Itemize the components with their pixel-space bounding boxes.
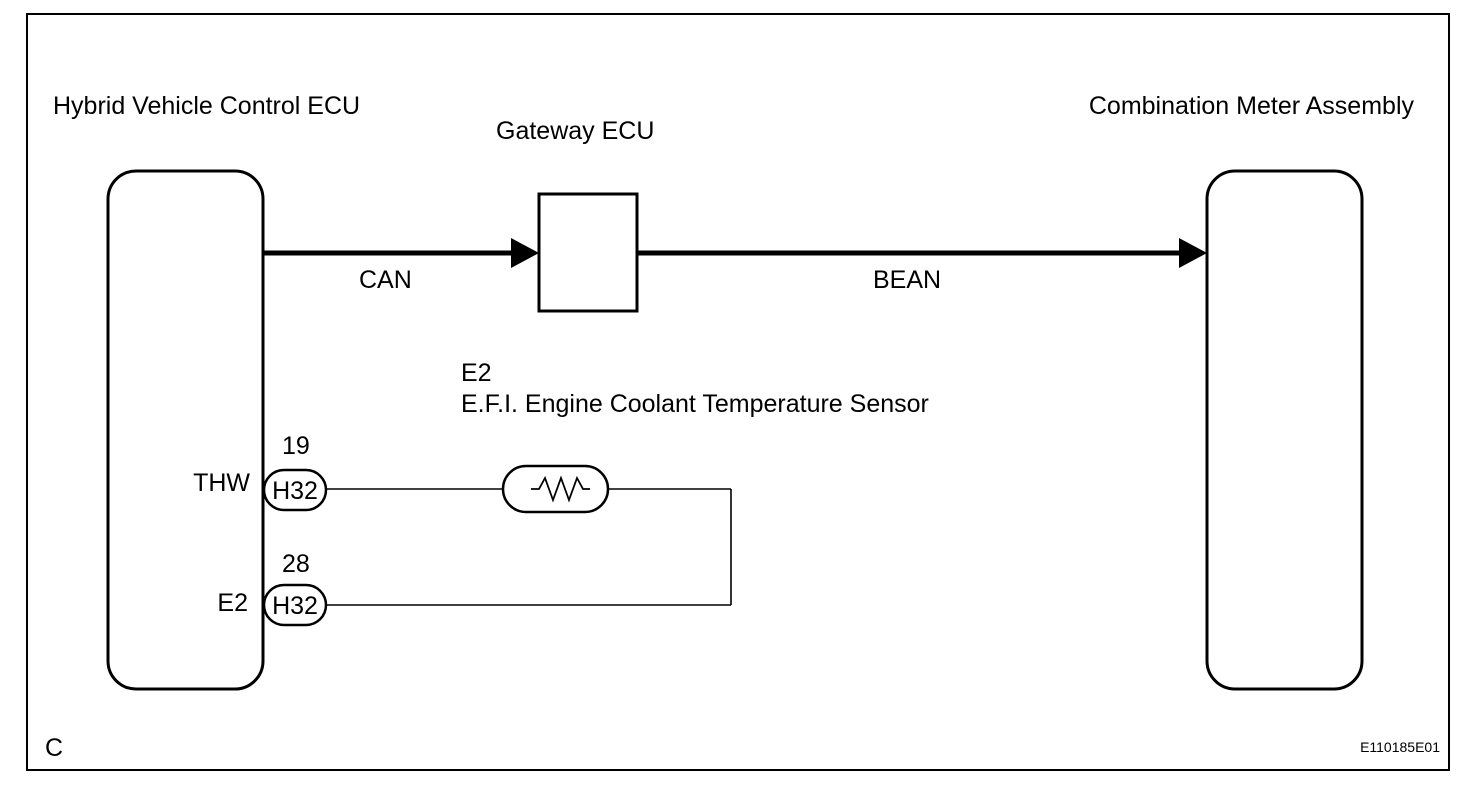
resistor-icon: [531, 475, 590, 503]
corner-label: C: [45, 734, 63, 762]
coolant-sensor-body: [501, 464, 610, 514]
sensor-code-label: E2: [461, 359, 492, 387]
pin-e2-number: 28: [282, 550, 310, 578]
sensor-name-label: E.F.I. Engine Coolant Temperature Sensor: [461, 390, 929, 418]
hv-ecu-label: Hybrid Vehicle Control ECU: [53, 92, 360, 120]
bean-label: BEAN: [873, 266, 941, 294]
pin-thw-number: 19: [282, 432, 310, 460]
gateway-ecu-box: [537, 192, 639, 313]
gateway-ecu-label: Gateway ECU: [496, 117, 654, 145]
combination-meter-label: Combination Meter Assembly: [1089, 92, 1415, 120]
can-arrow-head: [511, 238, 539, 268]
hv-ecu-box: [106, 169, 265, 691]
pin-e2-name: E2: [217, 589, 248, 617]
connector-h32-thw: [262, 468, 328, 512]
bean-arrow-head: [1179, 238, 1207, 268]
figure-id: E110185E01: [1360, 739, 1440, 755]
can-label: CAN: [359, 266, 412, 294]
pin-thw-name: THW: [193, 469, 250, 497]
connector-h32-thw-label: H32: [272, 477, 318, 505]
connector-h32-e2-label: H32: [272, 592, 318, 620]
combination-meter-box: [1205, 169, 1364, 691]
